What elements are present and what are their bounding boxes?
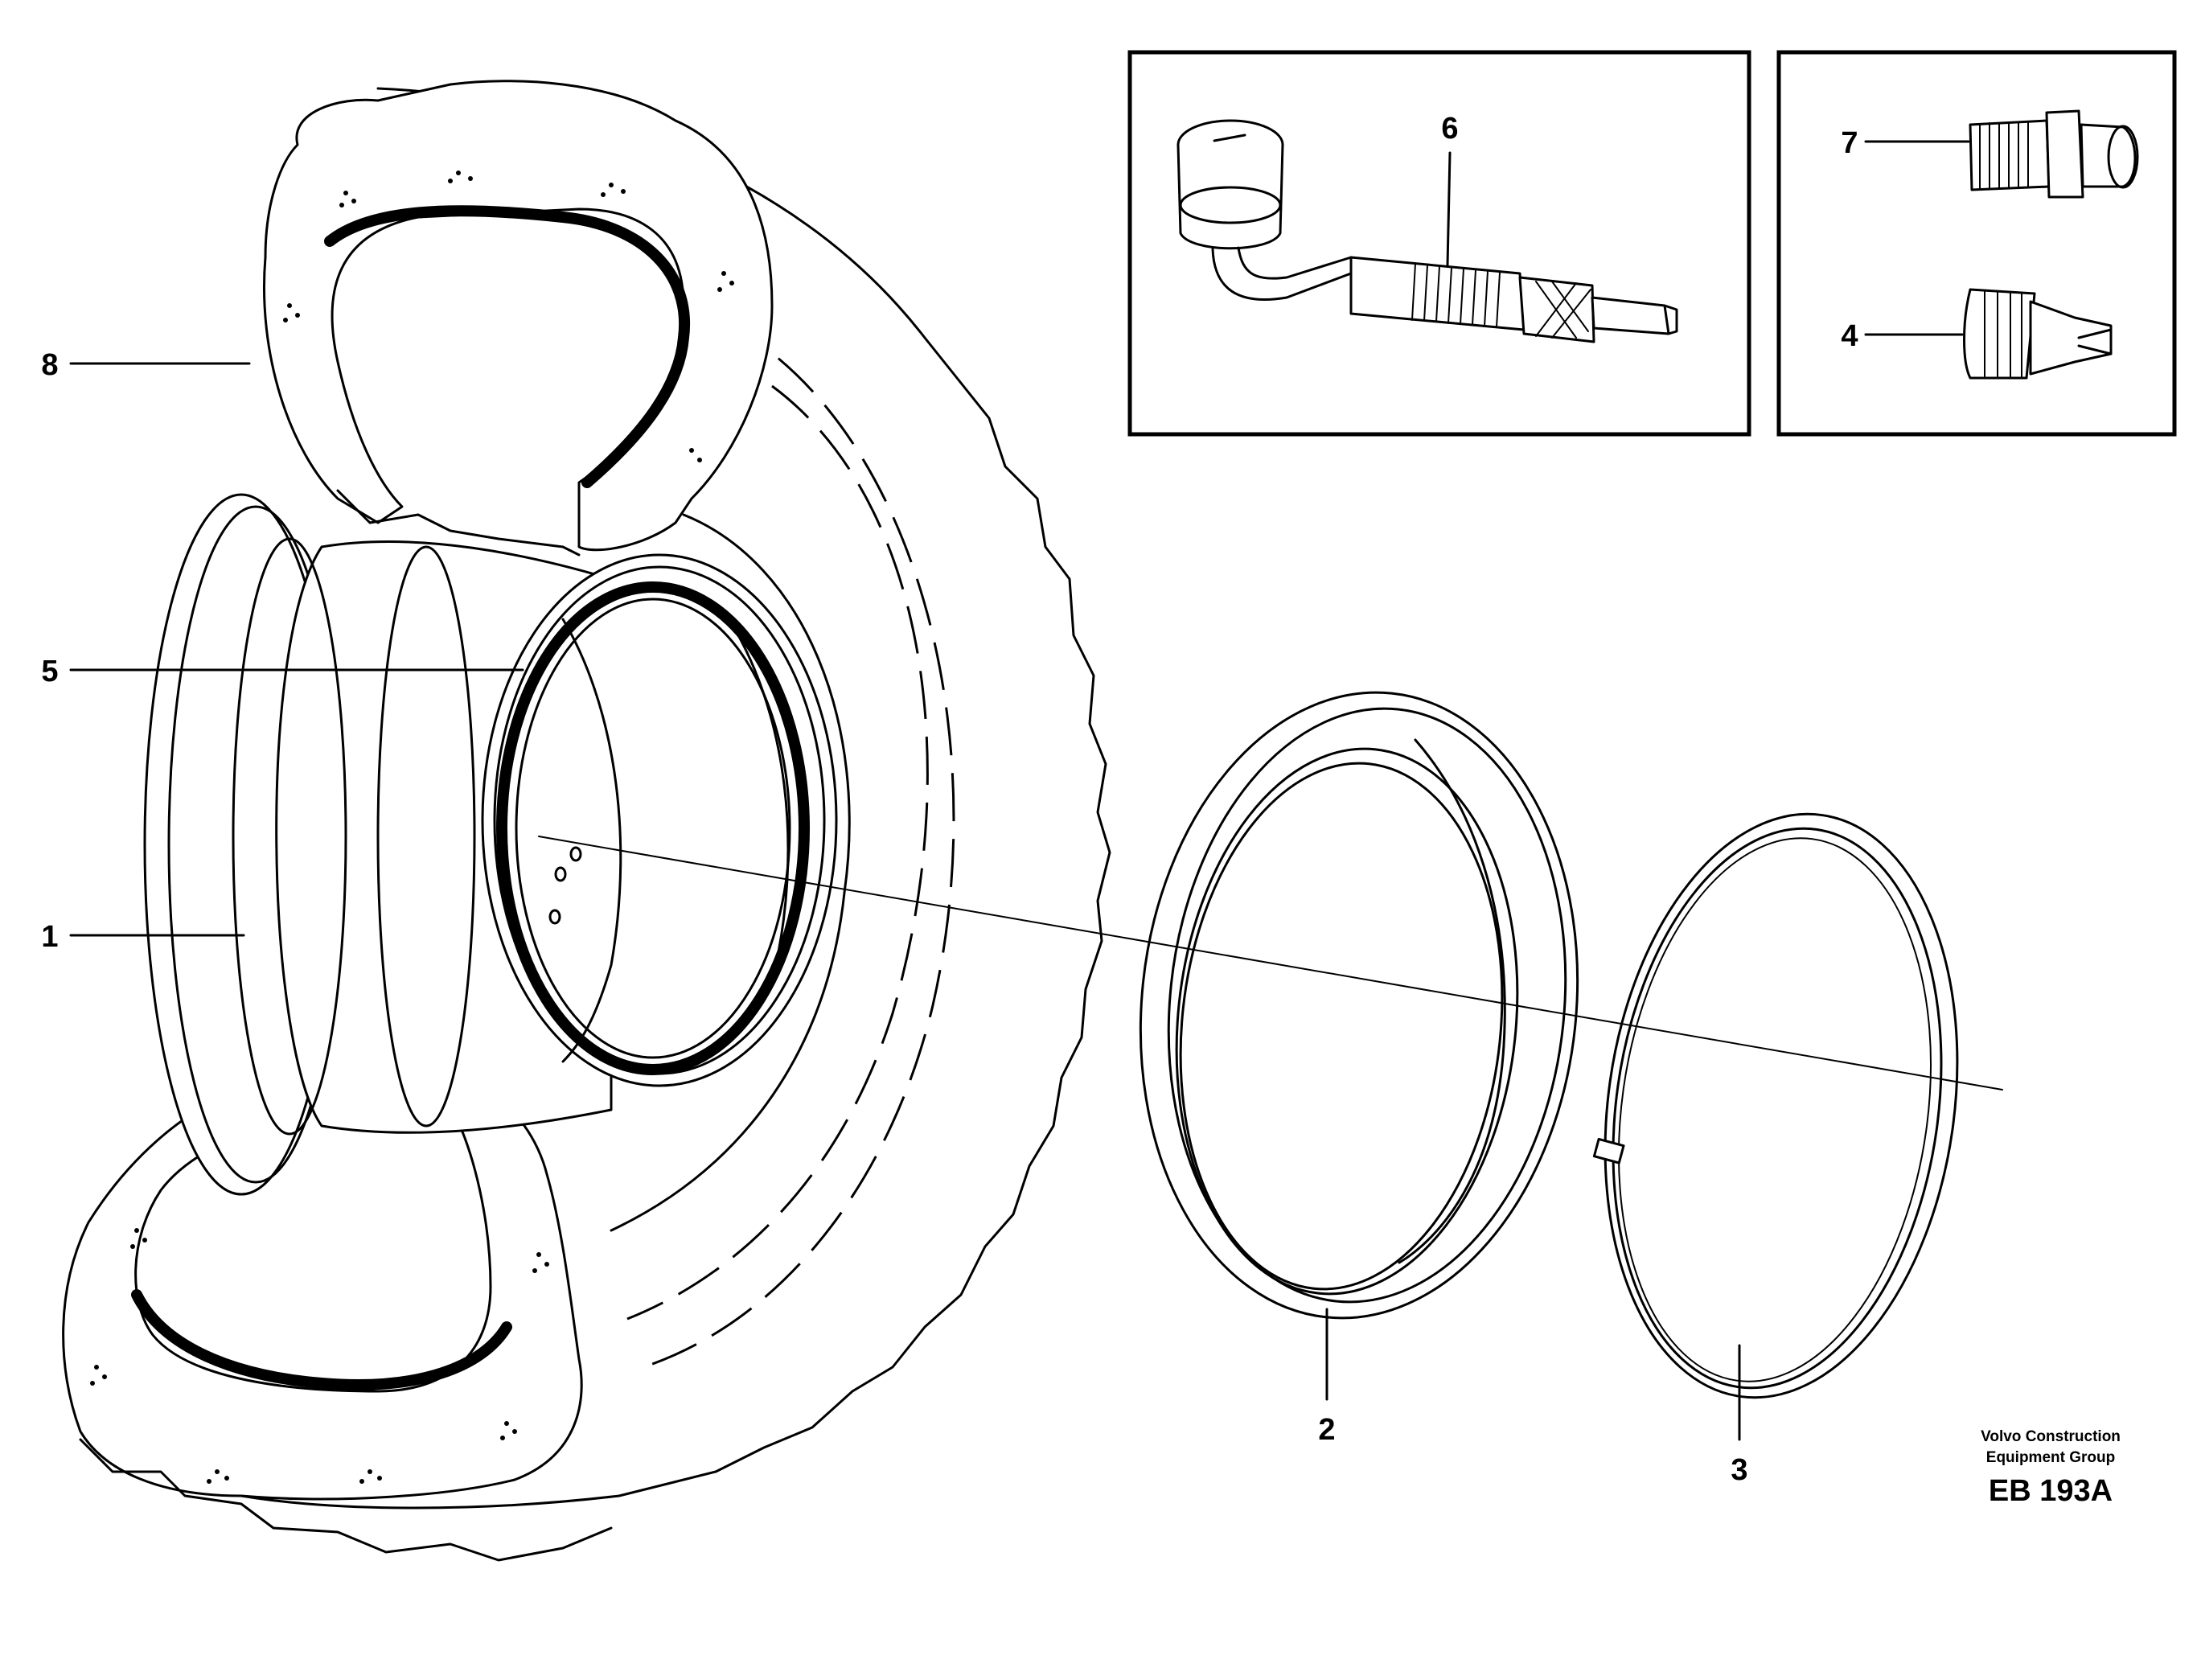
rim-1 xyxy=(143,493,838,1196)
rim-inner-depth xyxy=(561,618,622,1063)
adapter-7-thread xyxy=(1979,121,2029,190)
rubber-texture xyxy=(90,170,734,1484)
credit-line-1: Volvo Construction xyxy=(1981,1428,2121,1445)
valve-detail-box: 6 xyxy=(1127,50,1751,437)
cap-4-body xyxy=(1963,288,2036,380)
valve-body xyxy=(1176,143,1284,250)
tire-bottom-tread xyxy=(79,1438,613,1562)
valve-box-frame xyxy=(1127,50,1751,437)
rim-barrel-ring-2 xyxy=(376,545,476,1128)
callout-7: 7 xyxy=(1841,126,1858,160)
callout-8: 8 xyxy=(41,348,58,382)
side-ring-inner xyxy=(1175,747,1519,1296)
valve-slot xyxy=(1213,133,1246,142)
valve-tip xyxy=(1591,296,1670,335)
adapter-7-face xyxy=(2107,125,2139,189)
side-ring-2 xyxy=(1139,691,1579,1320)
tire-top-section xyxy=(262,80,774,552)
credit-block: Volvo Construction Equipment Group EB 19… xyxy=(1981,1428,2121,1508)
lock-ring-3 xyxy=(1592,812,1959,1399)
bolt-hole xyxy=(554,866,567,882)
lock-ring-inner-2 xyxy=(1617,837,1932,1382)
tire-bottom-section xyxy=(62,1092,583,1501)
callout-2: 2 xyxy=(1318,1413,1335,1447)
side-ring-mid xyxy=(1167,707,1567,1304)
lock-ring-clip xyxy=(1592,1137,1625,1164)
side-ring-inner-2 xyxy=(1179,762,1504,1291)
callout-4: 4 xyxy=(1841,319,1858,353)
side-ring-outer xyxy=(1139,691,1579,1320)
callout-5: 5 xyxy=(41,655,58,688)
callout-3: 3 xyxy=(1731,1453,1747,1487)
figure-reference: EB 193A xyxy=(1989,1474,2113,1508)
sidewall-arc-1 xyxy=(610,513,851,1232)
sidewall-dash-2 xyxy=(626,384,929,1321)
credit-line-2: Equipment Group xyxy=(1986,1449,2115,1466)
adapter-detail-box: 7 4 xyxy=(1776,50,2177,437)
bolt-hole xyxy=(569,846,582,862)
callout-6: 6 xyxy=(1441,112,1458,146)
cap-4-slot xyxy=(2077,328,2113,355)
cap-4-knurl xyxy=(1984,290,2022,378)
bead-seat-5-outer xyxy=(481,553,838,1087)
valve-knurl xyxy=(1411,263,1501,328)
rim-barrel-ring xyxy=(232,537,347,1136)
adapter-box-frame xyxy=(1776,50,2177,437)
valve-cap-knurl xyxy=(1535,281,1591,339)
valve-nut xyxy=(1179,186,1282,224)
tire-8 xyxy=(62,80,1111,1562)
tube-bottom xyxy=(131,1289,512,1390)
side-ring-depth xyxy=(1398,738,1506,1264)
rim-inner-opening xyxy=(515,598,791,1059)
valve-tip-end xyxy=(1663,304,1678,335)
callouts: 8 5 1 2 3 xyxy=(41,348,1747,1487)
tube-top xyxy=(324,205,691,488)
adapter-7-hex xyxy=(2045,109,2084,199)
valve-tube xyxy=(1211,248,1353,301)
rim-inner-depth-2 xyxy=(722,610,790,983)
tire-top-bead xyxy=(336,489,581,557)
cap-4-tip xyxy=(2029,300,2113,376)
valve-tube-2 xyxy=(1237,246,1353,280)
assembly-axis xyxy=(538,836,2003,1091)
bolt-hole xyxy=(548,909,561,925)
callout-1: 1 xyxy=(41,920,58,954)
sidewall-dash-1 xyxy=(643,320,955,1369)
bead-seat-5-inner xyxy=(496,581,810,1075)
leader-6 xyxy=(1446,151,1452,267)
lock-ring-inner xyxy=(1612,827,1943,1390)
